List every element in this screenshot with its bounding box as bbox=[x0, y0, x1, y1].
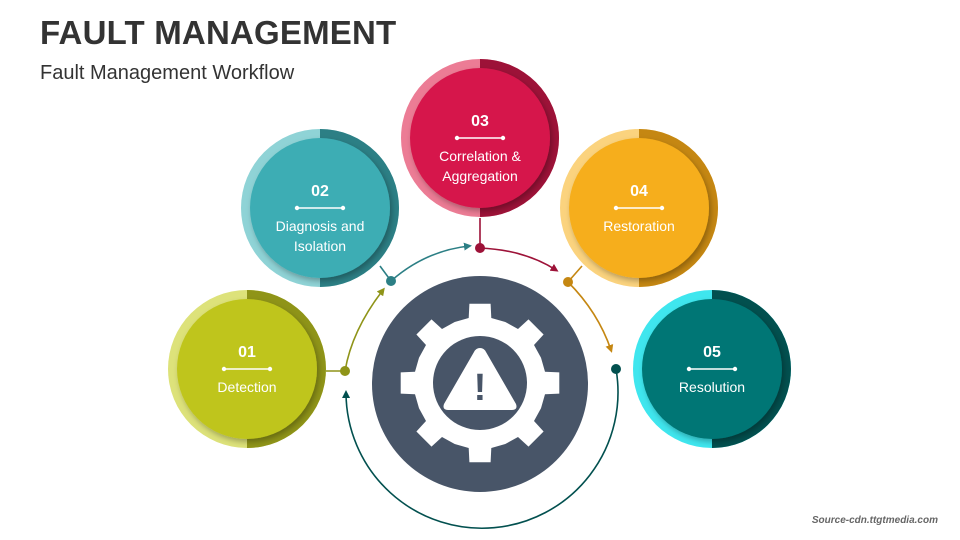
step-divider-dot bbox=[340, 205, 346, 211]
connector-dot bbox=[386, 276, 396, 286]
connector-dot bbox=[475, 243, 485, 253]
connector-return-loop bbox=[342, 368, 619, 530]
page-subtitle: Fault Management Workflow bbox=[40, 62, 295, 84]
step-divider-dot bbox=[454, 135, 460, 141]
step-divider-dot bbox=[267, 366, 273, 372]
step-divider-dot bbox=[500, 135, 506, 141]
connector-dot bbox=[340, 366, 350, 376]
step-divider-dot bbox=[686, 366, 692, 372]
connector-layer bbox=[326, 218, 621, 530]
connector-02-03 bbox=[379, 242, 472, 283]
center-gear-group: ! bbox=[372, 276, 588, 492]
source-credit: Source-cdn.ttgtmedia.com bbox=[811, 515, 938, 526]
warning-triangle-icon bbox=[443, 348, 517, 410]
step-divider-dot bbox=[221, 366, 227, 372]
connector-dot bbox=[563, 277, 573, 287]
warning-symbol: ! bbox=[474, 367, 487, 409]
step-divider-dot bbox=[294, 205, 300, 211]
step-divider-dot bbox=[613, 205, 619, 211]
page-title: FAULT MANAGEMENT bbox=[40, 14, 397, 51]
connector-dot bbox=[611, 364, 621, 374]
step-divider-dot bbox=[659, 205, 665, 211]
step-divider-dot bbox=[732, 366, 738, 372]
connector-01-02 bbox=[326, 287, 385, 372]
connector-03-04 bbox=[479, 218, 559, 272]
